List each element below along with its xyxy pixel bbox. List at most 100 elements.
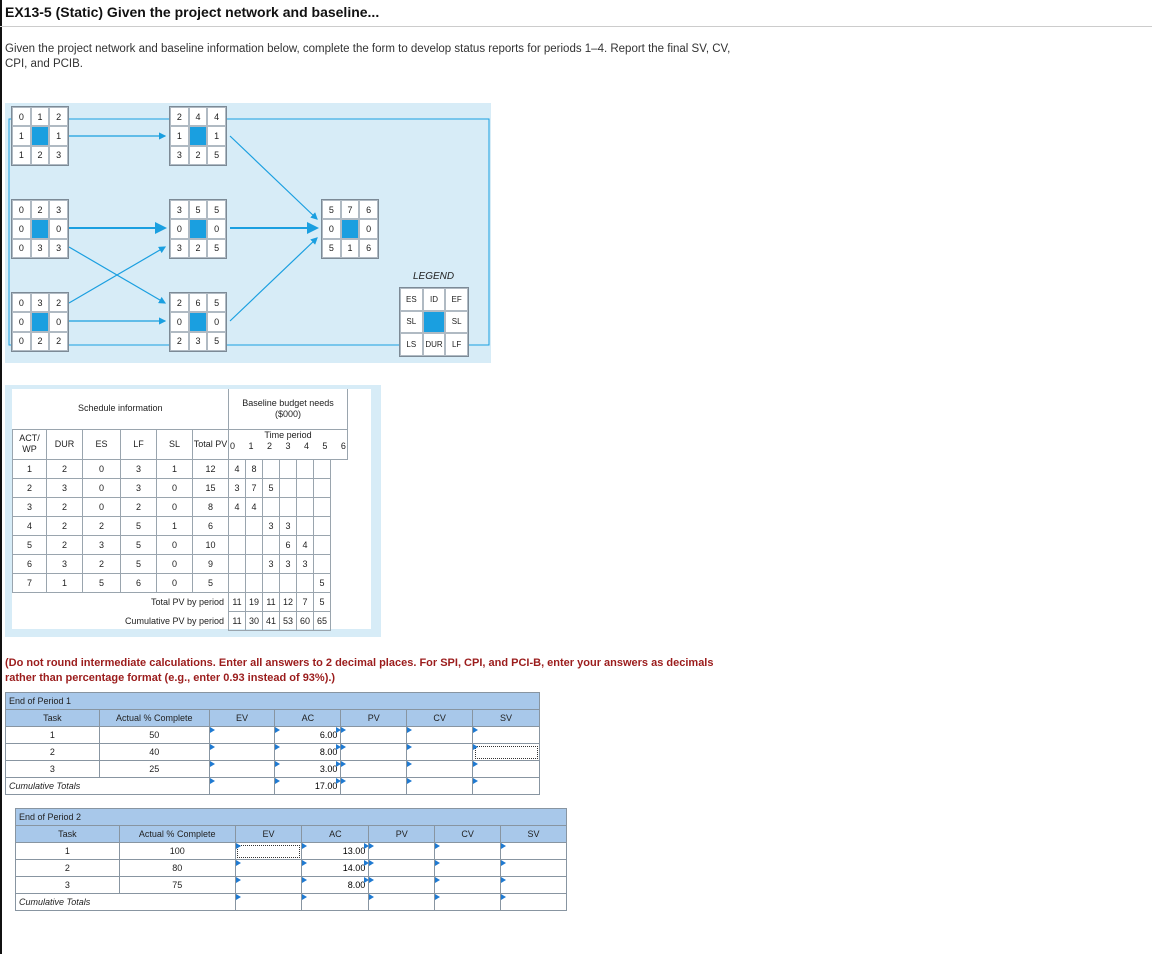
ac-field[interactable] (275, 727, 341, 743)
pv-field[interactable] (369, 860, 435, 876)
ev-input[interactable] (234, 842, 303, 860)
totals-ev-field[interactable] (209, 778, 275, 794)
totals-cv-input[interactable] (434, 893, 502, 911)
total-pv-cell: 12 (279, 591, 297, 612)
schedule-cell-dur: 2 (46, 515, 83, 536)
ev-field[interactable] (235, 860, 302, 876)
node-cell: 0 (49, 312, 68, 332)
ev-field[interactable] (235, 843, 302, 859)
ac-input[interactable] (301, 876, 370, 894)
ev-field[interactable] (235, 877, 302, 893)
ev-input[interactable] (234, 859, 303, 877)
pv-field[interactable] (341, 744, 407, 760)
ev-field[interactable] (209, 744, 275, 760)
period-budget-cell (228, 534, 246, 555)
task-number: 2 (15, 859, 120, 877)
ac-field[interactable] (302, 843, 369, 859)
totals-ac-field[interactable] (275, 778, 341, 794)
ev-input[interactable] (208, 743, 276, 761)
pv-field[interactable] (369, 877, 435, 893)
ev-field[interactable] (209, 727, 275, 743)
ac-field[interactable] (302, 877, 369, 893)
node-cell: 3 (188, 331, 208, 351)
cv-input[interactable] (406, 743, 474, 761)
period-budget-cell: 3 (279, 553, 297, 574)
sv-field[interactable] (501, 877, 566, 893)
pv-input[interactable] (340, 743, 408, 761)
cv-field[interactable] (435, 843, 501, 859)
totals-sv-input[interactable] (472, 777, 540, 795)
cv-input[interactable] (434, 842, 502, 860)
period-1-form: End of Period 1 Task Actual % Complete E… (5, 692, 540, 795)
pv-input[interactable] (368, 859, 436, 877)
totals-ac-input[interactable] (274, 777, 342, 795)
col-sl: SL (156, 428, 193, 460)
sv-field[interactable] (473, 761, 539, 777)
totals-sv-field[interactable] (473, 778, 539, 794)
ev-input[interactable] (208, 760, 276, 778)
totals-sv-field[interactable] (501, 894, 566, 910)
totals-cv-field[interactable] (435, 894, 501, 910)
cv-input[interactable] (406, 760, 474, 778)
totals-pv-field[interactable] (369, 894, 435, 910)
cv-input[interactable] (434, 876, 502, 894)
ev-input[interactable] (208, 726, 276, 744)
totals-ev-input[interactable] (208, 777, 276, 795)
ac-input[interactable] (274, 743, 342, 761)
totals-cv-field[interactable] (407, 778, 473, 794)
totals-ev-input[interactable] (234, 893, 303, 911)
cv-field[interactable] (435, 860, 501, 876)
totals-pv-input[interactable] (340, 777, 408, 795)
ac-input[interactable] (274, 726, 342, 744)
sv-input[interactable] (472, 726, 540, 744)
sv-input[interactable] (500, 876, 567, 894)
sv-input[interactable] (500, 842, 567, 860)
pv-input[interactable] (340, 760, 408, 778)
cv-field[interactable] (407, 761, 473, 777)
pv-field[interactable] (369, 843, 435, 859)
schedule-pad-cell (331, 497, 348, 516)
totals-pv-input[interactable] (368, 893, 436, 911)
ac-input[interactable] (274, 760, 342, 778)
totals-pv-field[interactable] (341, 778, 407, 794)
sv-field[interactable] (501, 860, 566, 876)
period-budget-cell: 4 (296, 534, 314, 555)
node-cell: 0 (12, 331, 31, 351)
sv-input[interactable] (472, 743, 540, 761)
pv-input[interactable] (368, 876, 436, 894)
cv-input[interactable] (434, 859, 502, 877)
form-caption: End of Period 2 (15, 808, 567, 826)
sv-field[interactable] (473, 727, 539, 743)
totals-ev-field[interactable] (235, 894, 302, 910)
node-cell: 0 (12, 293, 31, 313)
sv-field[interactable] (473, 744, 539, 760)
totals-cv-input[interactable] (406, 777, 474, 795)
ac-input[interactable] (301, 859, 370, 877)
cv-field[interactable] (407, 744, 473, 760)
pv-input[interactable] (340, 726, 408, 744)
ev-input[interactable] (234, 876, 303, 894)
header-cv: CV (406, 709, 474, 727)
sv-field[interactable] (501, 843, 566, 859)
schedule-cell-es: 2 (82, 553, 121, 574)
totals-sv-input[interactable] (500, 893, 567, 911)
totals-ac-field[interactable] (302, 894, 369, 910)
sv-input[interactable] (500, 859, 567, 877)
ev-field[interactable] (209, 761, 275, 777)
cv-field[interactable] (435, 877, 501, 893)
cv-input[interactable] (406, 726, 474, 744)
sv-input[interactable] (472, 760, 540, 778)
node-cell: 5 (207, 293, 226, 313)
ac-input[interactable] (301, 842, 370, 860)
period-budget-cell (228, 572, 246, 593)
ac-field[interactable] (302, 860, 369, 876)
ac-field[interactable] (275, 761, 341, 777)
pv-field[interactable] (341, 727, 407, 743)
pv-field[interactable] (341, 761, 407, 777)
pv-input[interactable] (368, 842, 436, 860)
cv-field[interactable] (407, 727, 473, 743)
header-sv: SV (500, 825, 567, 843)
period-budget-cell: 3 (279, 515, 297, 536)
totals-ac-input[interactable] (301, 893, 370, 911)
ac-field[interactable] (275, 744, 341, 760)
